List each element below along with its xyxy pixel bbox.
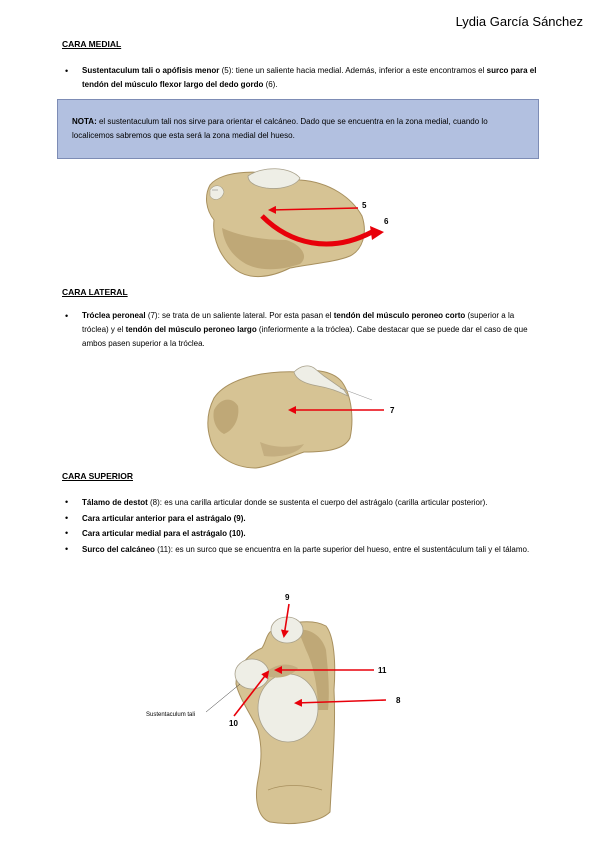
bullet-text: (11): es un surco que se encuentra en la… (154, 544, 530, 554)
bullet-text: (inferiormente a la tróclea). Cabe desta… (82, 325, 528, 348)
label-10: 10 (229, 719, 238, 728)
arrow-5 (268, 205, 359, 214)
calcaneus-lateral-image (207, 365, 373, 469)
medial-annotations: 5 6 (260, 201, 389, 247)
note-text: el sustentaculum tali nos sirve para ori… (72, 117, 488, 140)
arrow-9 (280, 603, 290, 638)
arrow-6-curve (260, 214, 374, 247)
author-name: Lydia García Sánchez (455, 14, 583, 29)
term-surco-flexor: surco para el tendón del músculo flexor … (82, 66, 537, 89)
term-cara-anterior: Cara articular anterior para el astrágal… (82, 513, 246, 523)
arrow-6-head (370, 226, 384, 240)
label-7: 7 (390, 406, 395, 415)
term-surco-calcaneo: Surco del calcáneo (82, 544, 155, 554)
note-box: NOTA: el sustentaculum tali nos sirve pa… (57, 99, 539, 159)
bullet-text: (7): se trata de un saliente lateral. Po… (145, 311, 334, 320)
list-item: Surco del calcáneo (11): es un surco que… (62, 543, 542, 557)
list-item: Sustentaculum tali o apófisis menor (5):… (62, 64, 542, 92)
lateral-bullet-list: Tróclea peroneal (7): se trata de un sal… (62, 309, 542, 351)
label-11: 11 (378, 666, 387, 675)
list-item: Tálamo de destot (8): es una carilla art… (62, 496, 542, 510)
heading-cara-superior: CARA SUPERIOR (62, 471, 133, 481)
label-5: 5 (362, 201, 367, 210)
arrow-10 (233, 670, 270, 717)
term-talamo-destot: Tálamo de destot (82, 498, 148, 507)
term-sustentaculum: Sustentaculum tali o apófisis menor (82, 66, 220, 75)
arrow-8 (294, 698, 387, 707)
term-troclea-peroneal: Tróclea peroneal (82, 311, 146, 320)
caption-leader (205, 683, 241, 713)
caption-sustentaculum-tali: Sustentaculum tali (146, 712, 195, 718)
superior-annotations: 9 11 8 10 Sustentaculum tali (146, 593, 401, 728)
heading-cara-lateral: CARA LATERAL (62, 287, 128, 297)
note-label: NOTA: (72, 117, 97, 126)
bullet-text: (8): es una carilla articular donde se s… (147, 498, 488, 507)
lateral-annotations: 7 (288, 406, 395, 415)
bullet-text: (6). (263, 80, 278, 89)
superior-bullet-list: Tálamo de destot (8): es una carilla art… (62, 496, 542, 556)
bullet-text: (superior a la tróclea) y el (82, 311, 515, 334)
label-8: 8 (396, 696, 401, 705)
list-item: Cara articular anterior para el astrágal… (62, 512, 542, 526)
calcaneus-medial-image (206, 168, 365, 277)
heading-cara-medial: CARA MEDIAL (62, 39, 122, 49)
label-9: 9 (285, 593, 290, 602)
term-peroneo-largo: tendón del músculo peroneo largo (125, 325, 257, 334)
list-item: Cara articular medial para el astrágalo … (62, 527, 542, 541)
term-peroneo-corto: tendón del músculo peroneo corto (333, 311, 466, 320)
medial-bullet-list: Sustentaculum tali o apófisis menor (5):… (62, 64, 542, 92)
label-6: 6 (384, 217, 389, 226)
term-cara-medial: Cara articular medial para el astrágalo … (82, 529, 246, 538)
calcaneus-superior-image (234, 616, 336, 825)
list-item: Tróclea peroneal (7): se trata de un sal… (62, 309, 542, 351)
bullet-text: (5): tiene un saliente hacia medial. Ade… (219, 66, 487, 75)
